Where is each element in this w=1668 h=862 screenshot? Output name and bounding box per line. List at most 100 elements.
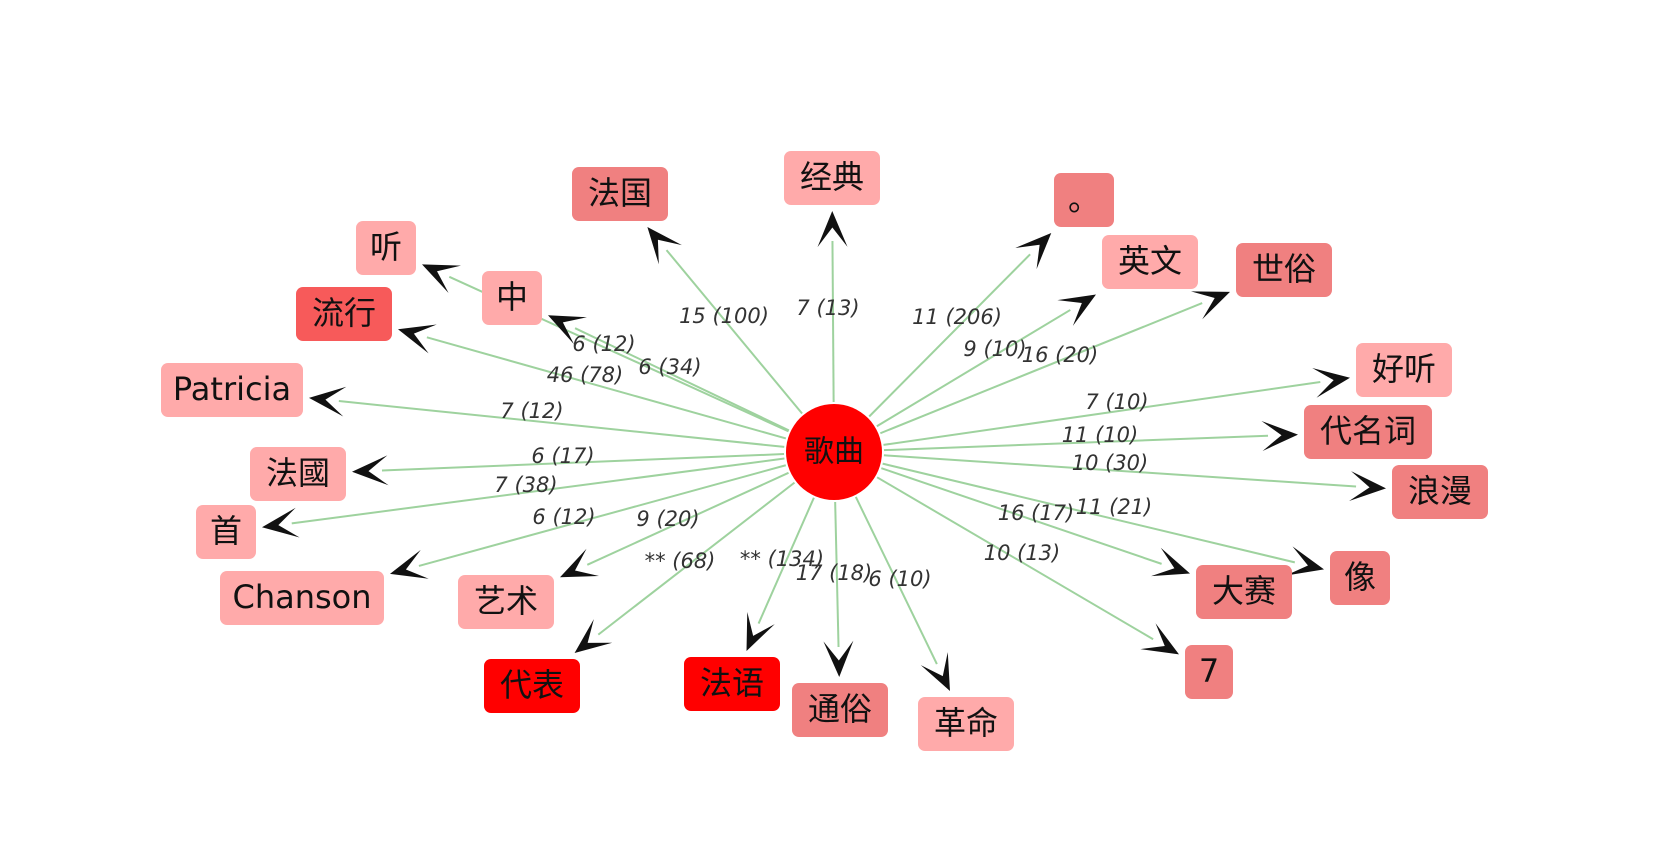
- node-box: [482, 271, 542, 325]
- node-label: 法国: [588, 174, 652, 212]
- node-label: 代表: [500, 666, 564, 704]
- edge-line: [868, 253, 1031, 418]
- arrowhead: [422, 264, 461, 293]
- node-shou[interactable]: 首: [196, 505, 256, 559]
- center-node[interactable]: 歌曲: [786, 404, 882, 500]
- edge-weight-label: 6 (10): [868, 567, 931, 591]
- edge-weight-label: 10 (30): [1072, 451, 1149, 475]
- edge-layer: [262, 211, 1386, 691]
- arrowhead: [1349, 471, 1386, 502]
- node-geming[interactable]: 革命: [918, 697, 1014, 751]
- node-box: [220, 571, 384, 625]
- edge-line: [426, 336, 787, 440]
- node-yishu[interactable]: 艺术: [458, 575, 554, 629]
- node-label: 像: [1344, 558, 1376, 596]
- node-ting[interactable]: 听: [356, 221, 416, 275]
- node-haoting[interactable]: 好听: [1356, 343, 1452, 397]
- node-yingwen[interactable]: 英文: [1102, 235, 1198, 289]
- node-box: [296, 287, 392, 341]
- edge-line: [876, 476, 1154, 641]
- edge-line: [757, 497, 815, 624]
- node-jingdian[interactable]: 经典: [784, 151, 880, 205]
- edge-weight-label: 6 (34): [638, 355, 701, 379]
- edge-line: [880, 467, 1162, 565]
- node-patricia[interactable]: Patricia: [161, 363, 303, 417]
- node-label: 革命: [934, 704, 998, 742]
- edge-weight-label: 7 (13): [796, 296, 859, 320]
- node-daibiao[interactable]: 代表: [484, 659, 580, 713]
- node-box: [1054, 173, 1114, 227]
- edge-line: [381, 453, 785, 472]
- edge-weight-label: 11 (206): [912, 305, 1002, 329]
- node-box: [684, 657, 780, 711]
- node-label: 大赛: [1212, 572, 1276, 610]
- node-label: 英文: [1118, 242, 1182, 280]
- edge-line: [876, 309, 1071, 428]
- node-box: [1236, 243, 1332, 297]
- node-daimingci[interactable]: 代名词: [1304, 405, 1432, 459]
- node-dasai[interactable]: 大赛: [1196, 565, 1292, 619]
- node-chanson[interactable]: Chanson: [220, 571, 384, 625]
- edge-weight-label: 11 (21): [1076, 495, 1153, 519]
- node-shisu[interactable]: 世俗: [1236, 243, 1332, 297]
- node-label: 浪漫: [1408, 472, 1472, 510]
- edge-line: [854, 496, 938, 665]
- node-tongsu[interactable]: 通俗: [792, 683, 888, 737]
- node-label: 通俗: [808, 690, 872, 728]
- node-box: [792, 683, 888, 737]
- edge-label-layer: 7 (13)15 (100)6 (34)6 (12)46 (78)7 (12)6…: [494, 296, 1152, 591]
- node-box: [250, 447, 346, 501]
- arrowhead: [398, 324, 437, 354]
- node-label: 法语: [700, 664, 764, 702]
- arrowhead: [309, 386, 347, 417]
- arrowhead: [574, 619, 613, 653]
- edge-weight-label: 16 (20): [1022, 343, 1099, 367]
- edge-weight-label: 10 (13): [984, 541, 1061, 565]
- arrowhead: [262, 507, 300, 538]
- node-seven[interactable]: 7: [1185, 645, 1233, 699]
- edge-weight-label: 16 (17): [998, 501, 1075, 525]
- node-label: 中: [496, 278, 528, 316]
- node-faguo2[interactable]: 法國: [250, 447, 346, 501]
- node-box: [784, 151, 880, 205]
- node-liuxing[interactable]: 流行: [296, 287, 392, 341]
- edge-line: [831, 240, 835, 403]
- center-node-circle: [786, 404, 882, 500]
- node-faguo[interactable]: 法国: [572, 167, 668, 221]
- node-box: [918, 697, 1014, 751]
- arrowhead: [560, 548, 599, 578]
- edge-weight-label: 7 (38): [494, 473, 557, 497]
- node-box: [1304, 405, 1432, 459]
- arrowhead: [390, 549, 429, 579]
- node-period[interactable]: 。: [1054, 173, 1114, 227]
- edge-line: [882, 462, 1296, 564]
- arrowhead: [1312, 368, 1350, 398]
- node-label: 流行: [312, 294, 376, 332]
- node-fayu[interactable]: 法语: [684, 657, 780, 711]
- edge-line: [834, 501, 840, 648]
- arrowhead: [647, 227, 682, 265]
- edge-line: [586, 471, 789, 566]
- edge-line: [338, 400, 785, 448]
- arrowhead: [817, 211, 848, 248]
- edge-line: [597, 481, 796, 636]
- node-box: [161, 363, 303, 417]
- edge-weight-label: 15 (100): [679, 304, 769, 328]
- node-label: Chanson: [232, 578, 371, 616]
- node-zhong[interactable]: 中: [482, 271, 542, 325]
- node-xiang[interactable]: 像: [1330, 551, 1390, 605]
- node-langman[interactable]: 浪漫: [1392, 465, 1488, 519]
- edge-weight-label: 6 (17): [531, 444, 594, 468]
- node-box: [196, 505, 256, 559]
- edge-weight-label: 11 (10): [1062, 423, 1139, 447]
- node-label: 艺术: [474, 582, 538, 620]
- node-label: 世俗: [1252, 250, 1316, 288]
- edge-line: [574, 327, 790, 432]
- node-label: 经典: [800, 158, 864, 196]
- edge-line: [879, 302, 1203, 435]
- node-label: 。: [1068, 180, 1100, 218]
- node-box: [458, 575, 554, 629]
- edge-weight-label: ** (68): [645, 549, 716, 573]
- arrowhead: [1057, 294, 1096, 326]
